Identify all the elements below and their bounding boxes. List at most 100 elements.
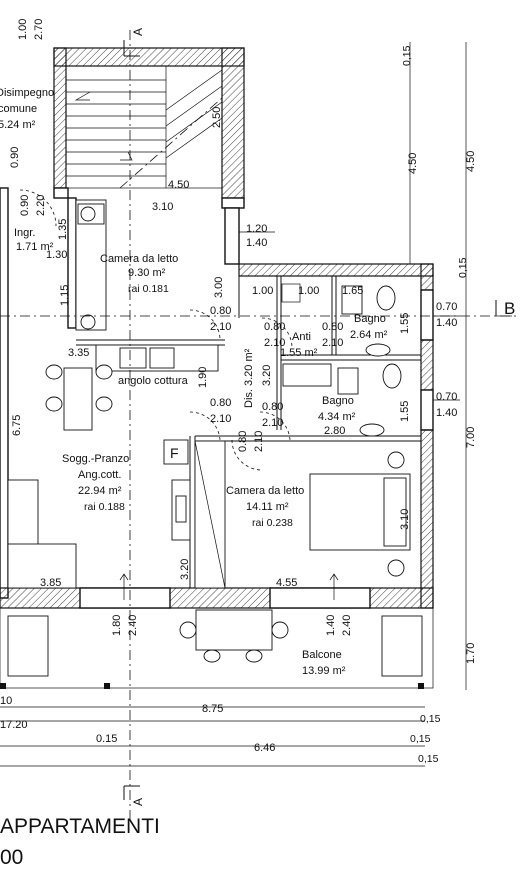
dim-label: 10 [0,695,12,707]
dim-label: 0,15 [410,733,431,745]
ingresso-name: Ingr. [14,227,35,239]
camera2-name: Camera da letto [226,485,304,497]
dim-label: 0,15 [457,257,469,278]
dim-label: 0.70 [436,391,457,403]
dis-name: Dis. 3.20 m² [243,348,255,408]
camera1-name: Camera da letto [100,253,178,265]
room-labels: Disimpegno comune 5.24 m² Ingr. 1.71 m² … [0,87,388,677]
dimension-labels: 1.00 2.70 2.50 0.90 4.50 3.10 1.20 1.40 … [0,19,477,765]
dim-label: 1.15 [59,285,71,306]
dim-label: 2.10 [262,417,283,429]
camera1-area: 9.30 m² [128,267,166,279]
dim-label: 6.46 [254,742,275,754]
title-line-1: APPARTAMENTI [0,815,160,838]
dim-label: 0.80 [210,397,231,409]
dim-label: 0.80 [237,431,249,452]
dim-label: 1.55 [399,313,411,334]
dim-label: 4.50 [465,151,477,172]
dim-label: 1.40 [325,615,337,636]
dim-label: 2.50 [211,107,223,128]
f-label: F [170,445,179,461]
dim-label: 2.10 [210,413,231,425]
disimpegno-name: Disimpegno [0,87,54,99]
dim-label: 0,15 [401,45,413,66]
soggiorno-name: Sogg.-Pranzo [62,453,129,465]
dim-label: 0.80 [322,321,343,333]
dim-label: 3.00 [213,277,225,298]
section-a-top: A [131,28,145,36]
camera1-rai: rai 0.181 [128,283,169,295]
dim-label: 6.75 [11,415,23,436]
anti-name: Anti [292,331,311,343]
dim-label: 3.10 [399,509,411,530]
angolo-name: angolo cottura [118,375,189,387]
staircase [65,65,223,189]
dim-label: 2.40 [341,615,353,636]
dim-label: 0.80 [262,401,283,413]
ingresso-area: 1.71 m² [16,241,54,253]
disimpegno-area: 5.24 m² [0,119,36,131]
dim-label: 2.20 [35,195,47,216]
bagno2-name: Bagno [322,395,354,407]
bagno1-name: Bagno [354,313,386,325]
dim-label: 17.20 [0,719,28,731]
dim-label: 3.10 [152,201,173,213]
dim-label: 3.35 [68,347,89,359]
dim-label: 0.70 [436,301,457,313]
dim-label: 1.35 [57,219,69,240]
dim-label: 1.00 [252,285,273,297]
dim-label: 2.10 [253,431,265,452]
dim-label: 1.90 [197,367,209,388]
bagno2-area: 4.34 m² [318,411,356,423]
dim-label: 0.80 [264,321,285,333]
section-b: B [504,299,515,318]
section-markers: A A B F [131,28,515,806]
axis-lines [0,30,520,820]
dim-label: 3.85 [40,577,61,589]
camera2-area: 14.11 m² [246,501,289,513]
dim-label: 2.40 [127,615,139,636]
furniture [0,199,434,689]
dim-label: 7.00 [465,427,477,448]
dim-label: 1.70 [465,643,477,664]
dim-label: 3.20 [261,365,273,386]
section-a-bottom: A [131,798,145,806]
dim-label: 0,15 [418,753,439,765]
dim-label: 1.65 [342,285,363,297]
dim-label: 0,15 [420,713,441,725]
dim-label: 1.30 [46,249,67,261]
dim-label: 2.10 [210,321,231,333]
anti-area: 1.55 m² [280,347,318,359]
dim-label: 1.20 [246,223,267,235]
dim-label: 2.10 [264,337,285,349]
soggiorno-area: 22.94 m² [78,485,122,497]
balcone-name: Balcone [302,649,342,661]
camera2-rai: rai 0.238 [252,517,293,529]
dim-label: 1.00 [298,285,319,297]
bagno1-area: 2.64 m² [350,329,388,341]
dim-label: 1.40 [436,407,457,419]
dim-label: 1.40 [436,317,457,329]
dim-label: 8.75 [202,703,223,715]
dim-label: 0.80 [210,305,231,317]
door-swings [19,189,301,471]
soggiorno-name-2: Ang.cott. [78,469,121,481]
drawing-title: APPARTAMENTI 00 [0,815,160,869]
dim-label: 1.40 [246,237,267,249]
balcone-area: 13.99 m² [302,665,346,677]
dim-label: 0.15 [96,733,117,745]
dim-label: 1.80 [111,615,123,636]
soggiorno-rai: rai 0.188 [84,501,125,513]
dim-label: 4.50 [168,179,189,191]
dim-label: 2.10 [322,337,343,349]
dim-label: 1.55 [399,401,411,422]
dim-label: 0.90 [9,147,21,168]
dim-label: 1.00 [17,19,29,40]
dim-label: 0.90 [19,195,31,216]
dim-label: 4.55 [276,577,297,589]
dim-label: 4.50 [407,153,419,174]
dim-label: 2.80 [324,425,345,437]
dimension-lines [0,42,467,767]
dim-label: 2.70 [33,19,45,40]
